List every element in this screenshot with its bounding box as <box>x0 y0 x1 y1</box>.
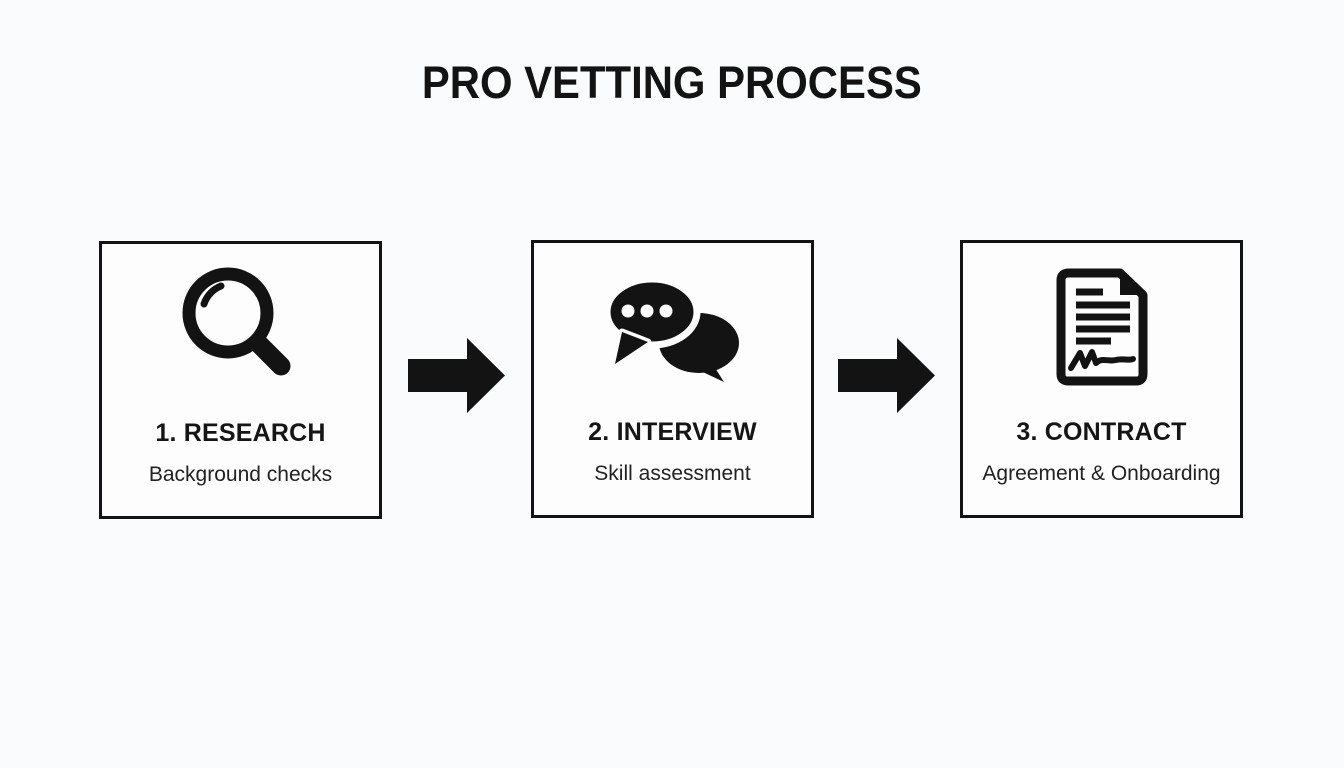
chat-bubbles-icon <box>604 263 741 391</box>
step-subtitle: Background checks <box>148 463 333 486</box>
step-heading: 2. INTERVIEW <box>588 418 757 446</box>
page-title-text: PRO VETTING PROCESS <box>422 57 922 108</box>
arrow-right-icon <box>408 338 505 413</box>
page-title: PRO VETTING PROCESS <box>0 60 1344 105</box>
step-heading: 3. CONTRACT <box>1016 418 1187 446</box>
step-subtitle: Agreement & Onboarding <box>982 462 1221 485</box>
step-box-research: 1. RESEARCH Background checks <box>99 241 382 519</box>
step-heading: 1. RESEARCH <box>155 419 326 447</box>
step-box-contract: 3. CONTRACT Agreement & Onboarding <box>960 240 1243 518</box>
signed-document-icon <box>1056 263 1148 391</box>
step-subtitle: Skill assessment <box>594 462 751 485</box>
arrow-right-icon <box>838 338 935 413</box>
step-box-interview: 2. INTERVIEW Skill assessment <box>531 240 814 518</box>
magnifier-search-icon <box>182 264 300 392</box>
